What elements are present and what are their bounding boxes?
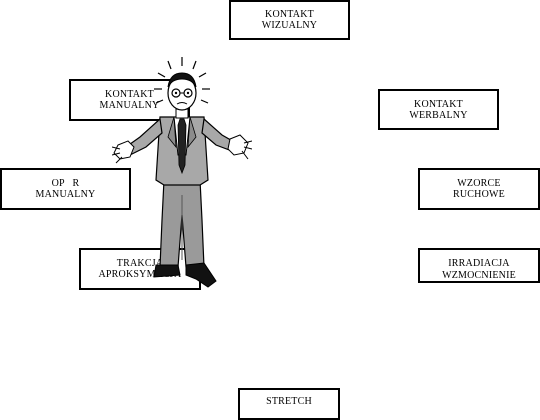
box-trakcja-line1: TRAKCJA xyxy=(116,258,164,269)
box-stretch-line1: STRETCH xyxy=(266,396,312,407)
box-wzorce-ruchowe-line2: RUCHOWE xyxy=(453,189,505,200)
box-irradiacja-line2: WZMOCNIENIE xyxy=(442,270,516,281)
box-kontakt-wizualny-line2: WIZUALNY xyxy=(261,20,318,31)
box-wzorce-ruchowe-line1: WZORCE xyxy=(457,178,501,189)
box-opor-manualny-line2: MANUALNY xyxy=(35,189,96,200)
box-trakcja-line2: APROKSYMACJA xyxy=(98,269,182,280)
box-irradiacja-line1: IRRADIACJA xyxy=(448,258,510,269)
confusion-marks xyxy=(154,57,210,104)
box-opor-manualny: OP R MANUALNY xyxy=(0,168,131,210)
box-kontakt-werbalny-line1: KONTAKT xyxy=(414,98,463,110)
box-kontakt-manualny-line2: MANUALNY xyxy=(99,100,160,111)
box-stretch: STRETCH xyxy=(238,388,340,420)
box-kontakt-manualny-line1: KONTAKT xyxy=(105,89,154,100)
box-opor-manualny-line1: OP R xyxy=(51,178,80,189)
box-kontakt-wizualny: KONTAKT WIZUALNY xyxy=(229,0,350,40)
box-kontakt-werbalny-line2: WERBALNY xyxy=(409,109,468,121)
box-kontakt-werbalny: KONTAKT WERBALNY xyxy=(378,89,499,130)
box-wzorce-ruchowe: WZORCE RUCHOWE xyxy=(418,168,540,210)
box-kontakt-wizualny-line1: KONTAKT xyxy=(265,9,314,20)
box-irradiacja-wzmocnienie: IRRADIACJA WZMOCNIENIE xyxy=(418,248,540,283)
confused-man-shrugging-icon xyxy=(112,57,252,288)
